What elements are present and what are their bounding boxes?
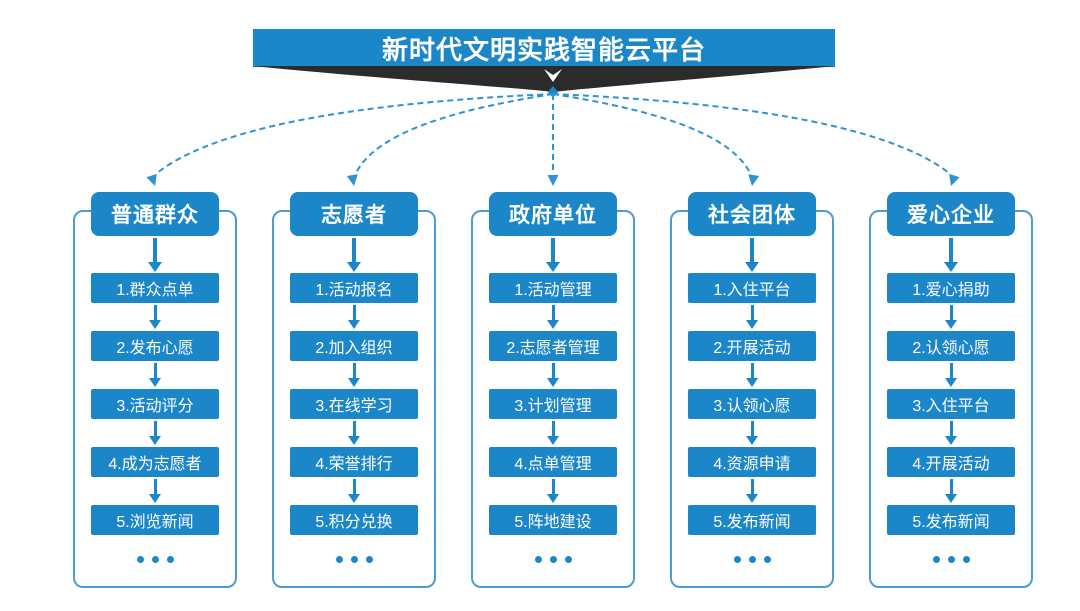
flow-arrow-icon [347, 421, 361, 445]
arrowhead-icon [547, 175, 559, 186]
arrowhead-icon [949, 173, 960, 186]
flow-step: 4.荣誉排行 [290, 447, 418, 477]
down-arrow-icon [544, 69, 562, 82]
flow-arrow-icon [944, 363, 958, 387]
column-volunteers: 志愿者 1.活动报名 2.加入组织 3.在线学习 4.荣誉排行 5.积分兑换 [272, 192, 436, 592]
flow-arrow-icon [944, 479, 958, 503]
flow-step: 1.群众点单 [91, 273, 219, 303]
column-social-group: 社会团体 1.入住平台 2.开展活动 3.认领心愿 4.资源申请 5.发布新闻 [670, 192, 834, 592]
flow-arrow-icon [745, 421, 759, 445]
flow-arrow-icon [347, 363, 361, 387]
dashed-connector [552, 93, 751, 174]
flow-step: 2.认领心愿 [887, 331, 1015, 361]
flow-arrow-icon [148, 421, 162, 445]
page-title: 新时代文明实践智能云平台 [381, 34, 706, 65]
flow-step: 4.点单管理 [489, 447, 617, 477]
platform-title-banner: 新时代文明实践智能云平台 [253, 29, 835, 67]
flow-step: 2.加入组织 [290, 331, 418, 361]
column-government-unit: 政府单位 1.活动管理 2.志愿者管理 3.计划管理 4.点单管理 5.阵地建设 [471, 192, 635, 592]
column-header: 爱心企业 [887, 192, 1015, 236]
flow-arrow-icon [745, 479, 759, 503]
flow-step: 5.阵地建设 [489, 505, 617, 535]
column-header: 志愿者 [290, 192, 418, 236]
flow-step: 1.入住平台 [688, 273, 816, 303]
flow-step: 3.入住平台 [887, 389, 1015, 419]
flow-step: 3.认领心愿 [688, 389, 816, 419]
flow-arrow-icon [546, 363, 560, 387]
dashed-connector [355, 93, 554, 174]
flow-step: 1.爱心捐助 [887, 273, 1015, 303]
flow-arrow-icon [546, 305, 560, 329]
flow-step: 2.志愿者管理 [489, 331, 617, 361]
flow-step: 5.发布新闻 [688, 505, 816, 535]
more-ellipsis [272, 556, 436, 563]
column-charity-enterprise: 爱心企业 1.爱心捐助 2.认领心愿 3.入住平台 4.开展活动 5.发布新闻 [869, 192, 1033, 592]
arrowhead-icon [146, 173, 157, 186]
flow-step: 5.积分兑换 [290, 505, 418, 535]
flow-arrow-icon [347, 479, 361, 503]
flow-arrow-icon [347, 238, 361, 272]
flow-arrow-icon [546, 421, 560, 445]
flow-arrow-icon [148, 363, 162, 387]
flow-step: 4.开展活动 [887, 447, 1015, 477]
more-ellipsis [471, 556, 635, 563]
flow-arrow-icon [546, 479, 560, 503]
flow-arrow-icon [347, 305, 361, 329]
flow-step: 1.活动管理 [489, 273, 617, 303]
flow-arrow-icon [148, 305, 162, 329]
flow-arrow-icon [745, 305, 759, 329]
flow-step: 5.浏览新闻 [91, 505, 219, 535]
column-header: 社会团体 [688, 192, 816, 236]
column-header: 政府单位 [489, 192, 617, 236]
flow-step: 1.活动报名 [290, 273, 418, 303]
more-ellipsis [670, 556, 834, 563]
flow-arrow-icon [944, 238, 958, 272]
flow-step: 5.发布新闻 [887, 505, 1015, 535]
flow-arrow-icon [745, 238, 759, 272]
flow-step: 2.发布心愿 [91, 331, 219, 361]
flow-step: 3.计划管理 [489, 389, 617, 419]
flow-arrow-icon [546, 238, 560, 272]
column-header: 普通群众 [91, 192, 219, 236]
more-ellipsis [869, 556, 1033, 563]
flow-step: 2.开展活动 [688, 331, 816, 361]
arrowhead-icon [346, 174, 358, 186]
funnel-wedge [253, 66, 835, 92]
flow-step: 4.成为志愿者 [91, 447, 219, 477]
flow-arrow-icon [148, 238, 162, 272]
column-general-public: 普通群众 1.群众点单 2.发布心愿 3.活动评分 4.成为志愿者 5.浏览新闻 [73, 192, 237, 592]
dashed-connector [156, 93, 554, 174]
flow-arrow-icon [944, 421, 958, 445]
flow-arrow-icon [745, 363, 759, 387]
flow-arrow-icon [148, 479, 162, 503]
flow-step: 3.活动评分 [91, 389, 219, 419]
more-ellipsis [73, 556, 237, 563]
flow-arrow-icon [944, 305, 958, 329]
flow-step: 4.资源申请 [688, 447, 816, 477]
flow-step: 3.在线学习 [290, 389, 418, 419]
dashed-connector [552, 93, 950, 174]
arrowhead-icon [748, 174, 760, 186]
